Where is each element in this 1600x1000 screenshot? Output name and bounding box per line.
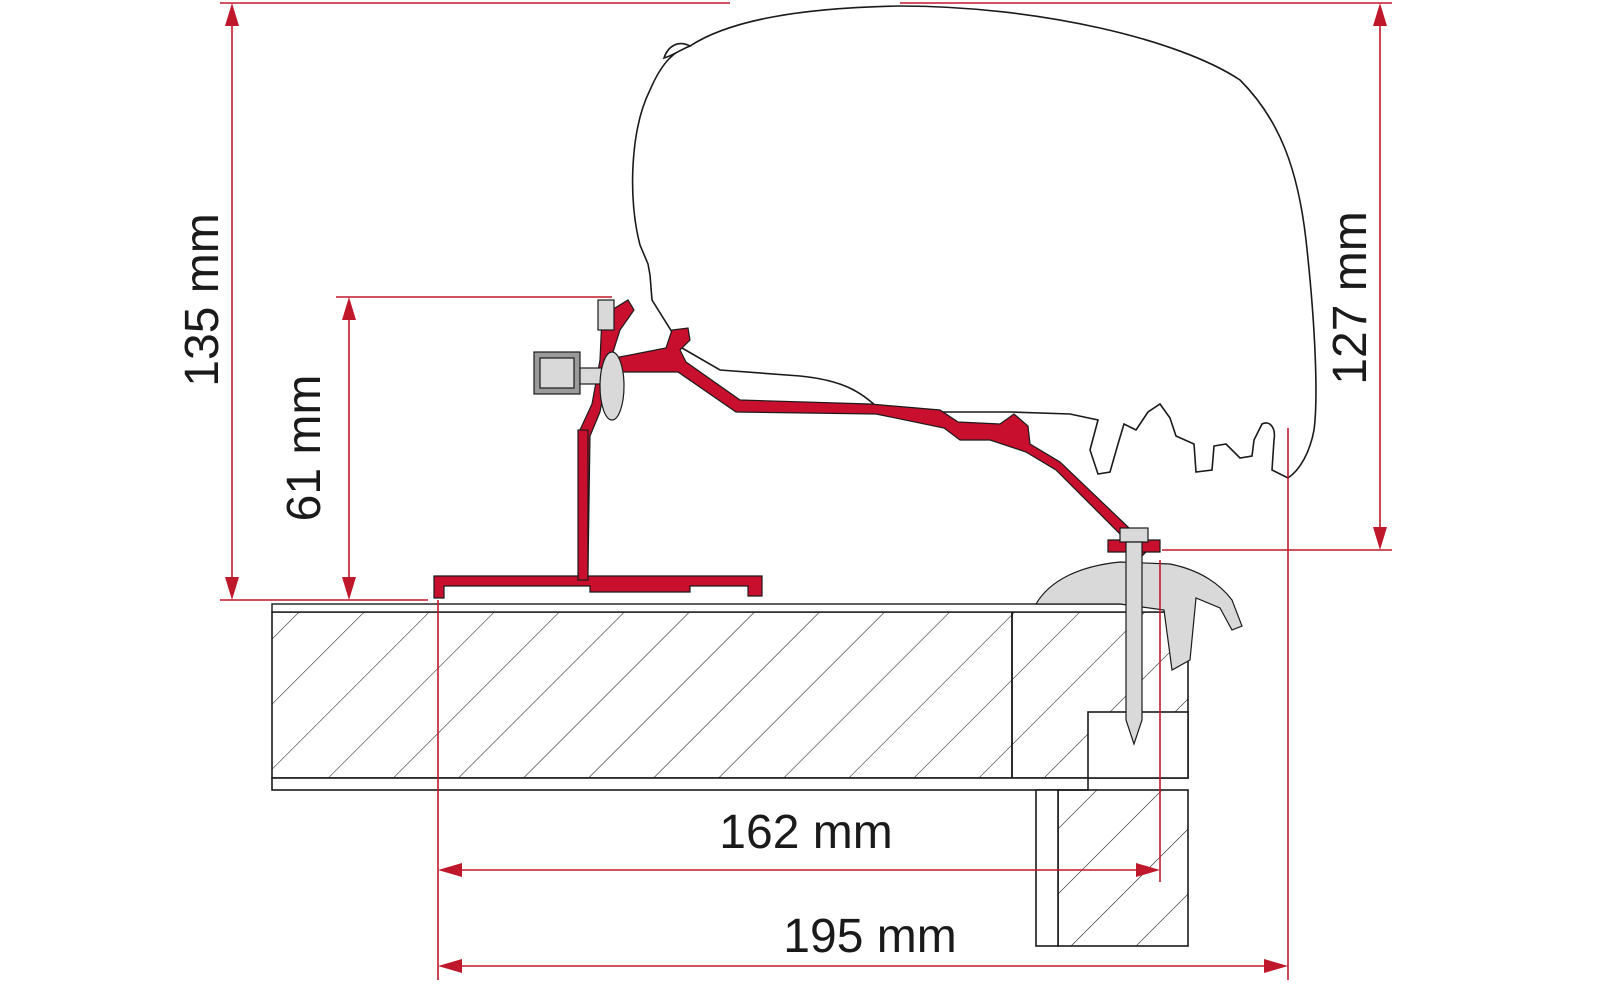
- screw-shaft: [1125, 541, 1143, 746]
- awning-rail-profile: [1034, 561, 1243, 671]
- mounting-screw: [1119, 527, 1149, 746]
- arrow-127-bottom: [1373, 527, 1387, 550]
- arrow-61-top: [342, 297, 356, 320]
- bolt-washer: [599, 351, 625, 421]
- top-bolt: [597, 299, 615, 331]
- label-127mm: 127 mm: [1324, 211, 1377, 384]
- side-wall-strip: [1035, 789, 1059, 947]
- roof-section: [271, 603, 1189, 947]
- arrow-135-top: [225, 3, 239, 26]
- ceiling-strip: [271, 777, 1089, 791]
- nut-face: [539, 357, 575, 389]
- arrow-61-bottom: [342, 577, 356, 600]
- dimension-lines: [220, 2, 1392, 980]
- label-195mm: 195 mm: [783, 910, 956, 963]
- cassette-ridge: [662, 42, 692, 60]
- roof-panel: [271, 611, 1013, 779]
- arrow-195-right: [1264, 959, 1288, 973]
- arrow-162-left: [438, 863, 462, 877]
- label-61mm: 61 mm: [278, 375, 331, 522]
- bracket-arm: [603, 327, 1151, 557]
- bracket-stem: [577, 429, 589, 581]
- arrow-127-top: [1373, 3, 1387, 26]
- arrow-135-bottom: [225, 577, 239, 600]
- dimension-labels: 135 mm 61 mm 127 mm 162 mm 195 mm: [176, 211, 1377, 963]
- screw-head: [1119, 527, 1149, 543]
- bolt-assembly: [533, 299, 625, 421]
- arrow-162-right: [1136, 863, 1160, 877]
- side-wall-block: [1057, 789, 1189, 947]
- label-162mm: 162 mm: [719, 806, 892, 859]
- arrow-195-left: [438, 959, 462, 973]
- label-135mm: 135 mm: [176, 213, 229, 386]
- bracket-base: [433, 575, 763, 599]
- roof-skin: [271, 603, 1189, 613]
